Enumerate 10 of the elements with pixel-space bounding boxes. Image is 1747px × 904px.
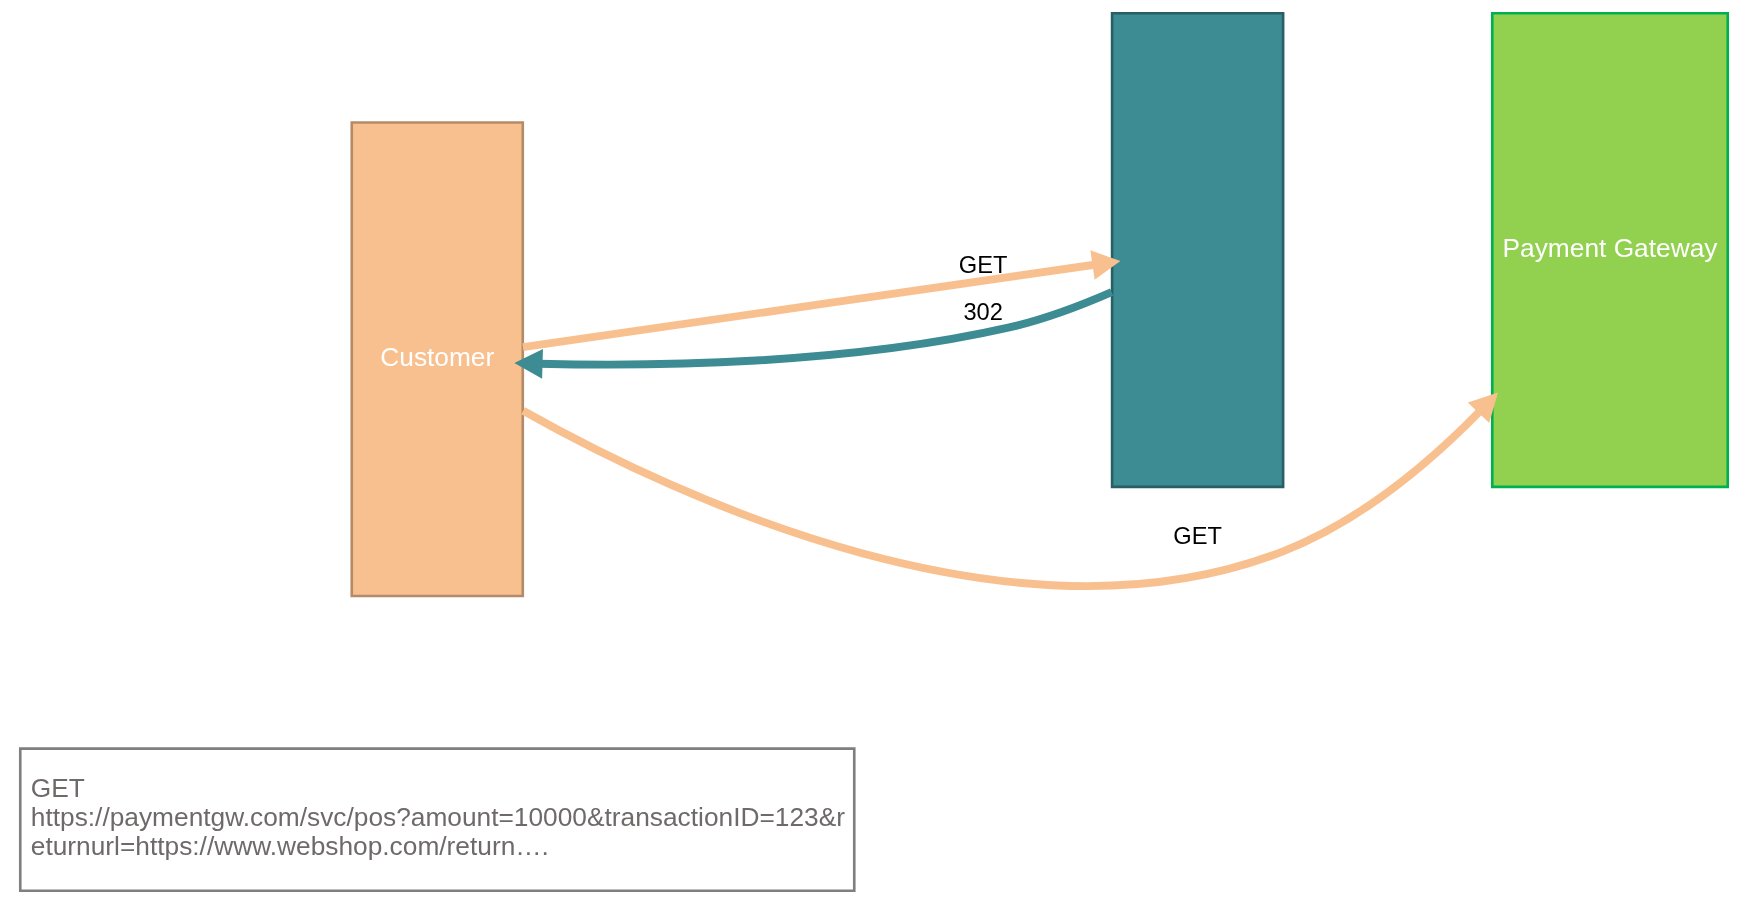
node-box: Customer	[349, 121, 524, 598]
node-box: GET https://paymentgw.com/svc/pos?amount=10000&transactionID=123&returnurl=https://www.webshop.com/return….	[18, 747, 856, 893]
arrow	[521, 250, 1120, 351]
arrow	[513, 288, 1113, 379]
edge-label: 302	[962, 299, 1003, 326]
arrow	[520, 392, 1498, 590]
node-box: Payment Gateway	[1490, 11, 1729, 489]
edge-label: GET	[1172, 522, 1222, 549]
node-box	[1110, 11, 1284, 489]
edge-label: GET	[958, 251, 1007, 278]
